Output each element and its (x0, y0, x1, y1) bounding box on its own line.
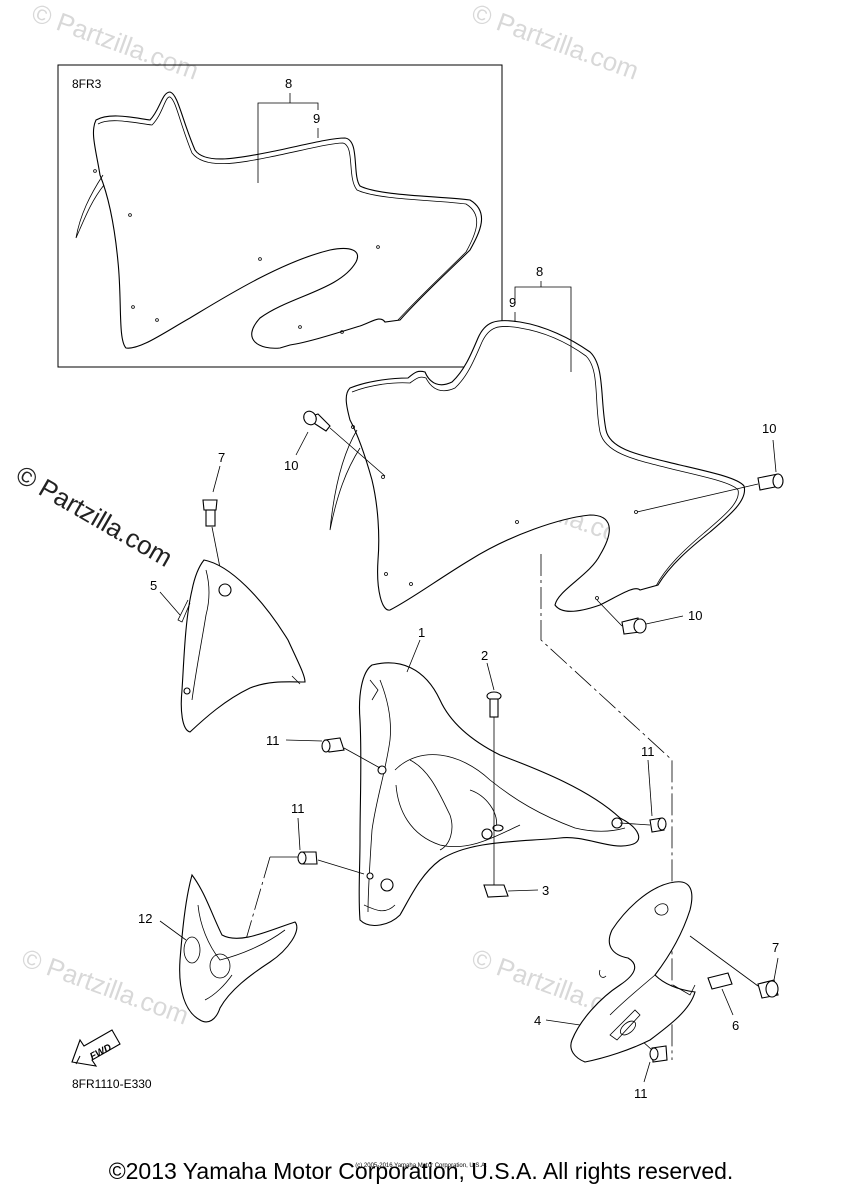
small-print: (c) 2005-2016 Yamaha Motor Corporation, … (355, 1163, 487, 1169)
screw-10-left: 10 (284, 410, 386, 477)
screw-2: 2 (481, 648, 502, 890)
copyright-notice: ©2013 Yamaha Motor Corporation, U.S.A. A… (108, 1158, 734, 1184)
callout-1: 1 (418, 625, 425, 640)
cowling-1: 1 (358, 625, 640, 926)
bolt-7-lower: 7 (689, 935, 779, 999)
callout-7: 7 (218, 450, 225, 465)
watermark: © Partzilla.com (468, 0, 643, 86)
lower-fairing-4: 4 (534, 881, 696, 1063)
watermark-dark: © Partzilla.com (11, 459, 178, 573)
collar-11-b: 11 (291, 801, 365, 875)
callout-10: 10 (688, 608, 702, 623)
screw-10-right: 10 (636, 421, 784, 513)
callout-2: 2 (481, 648, 488, 663)
windshield (329, 320, 746, 612)
callout-11: 11 (291, 801, 305, 816)
callout-7: 7 (772, 940, 779, 955)
guide-line-left (239, 856, 271, 961)
callout-11: 11 (266, 733, 280, 748)
callout-8: 8 (536, 264, 543, 279)
collar-11-c: 11 (619, 744, 667, 833)
inset-callout-8-9: 8 9 (257, 76, 320, 183)
watermark: © Partzilla.com (18, 942, 193, 1030)
inset-frame (57, 64, 503, 368)
callout-10: 10 (762, 421, 776, 436)
callout-11: 11 (641, 744, 655, 759)
callout-3: 3 (542, 883, 549, 898)
callout-5: 5 (150, 578, 157, 593)
callout-4: 4 (534, 1013, 541, 1028)
diagram-reference: 8FR1110-E330 (72, 1077, 152, 1091)
clip-6: 6 (707, 972, 739, 1033)
callout-8-9: 8 9 (509, 264, 572, 372)
callout-11: 11 (634, 1086, 648, 1101)
lower-cover-12: 12 (138, 873, 298, 1023)
screw-10-lower: 10 (596, 599, 702, 635)
side-cover-5: 5 (150, 559, 306, 733)
nut-3: 3 (483, 883, 549, 898)
inset-model-code: 8FR3 (72, 77, 102, 91)
collar-11-a: 11 (266, 733, 381, 769)
watermark: © Partzilla.com (28, 0, 203, 86)
callout-6: 6 (732, 1018, 739, 1033)
inset-windshield (75, 91, 483, 349)
callout-9: 9 (313, 111, 320, 126)
callout-12: 12 (138, 911, 152, 926)
callout-9: 9 (509, 295, 516, 310)
fwd-arrow: FWD (71, 1029, 121, 1067)
callout-10: 10 (284, 458, 298, 473)
callout-8: 8 (285, 76, 292, 91)
